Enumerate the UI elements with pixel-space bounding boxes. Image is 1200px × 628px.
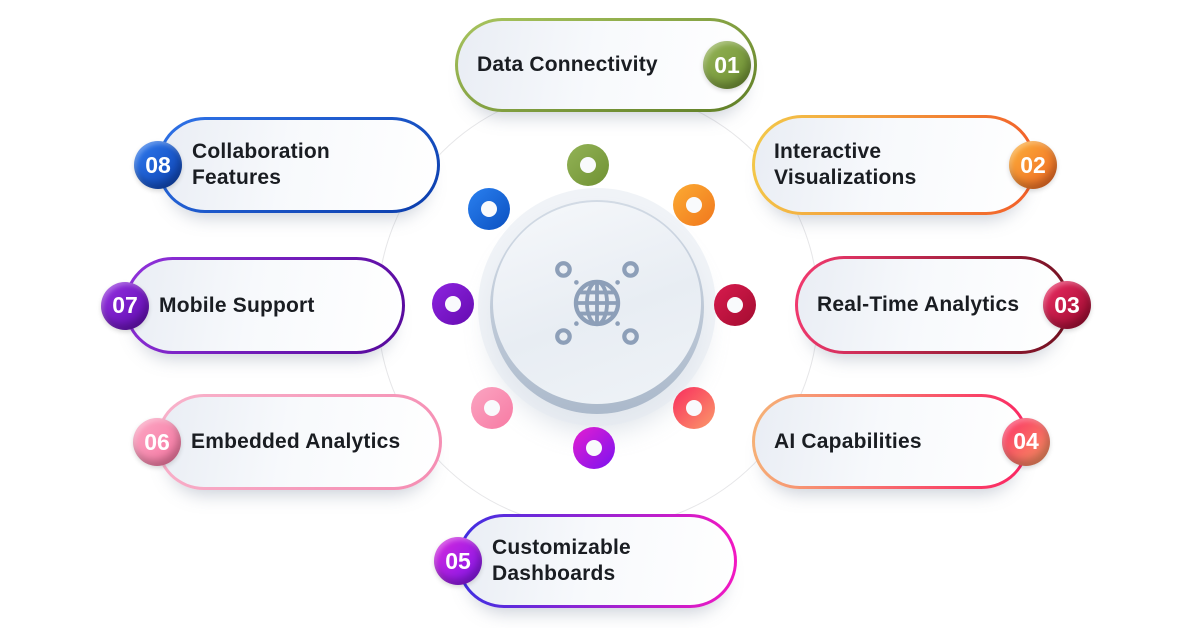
feature-number-badge: 03 — [1043, 281, 1091, 329]
feature-label: Embedded Analytics — [191, 430, 401, 454]
hub-dot-04 — [673, 387, 715, 429]
feature-pill-embedded-analytics: Embedded Analytics 06 — [133, 394, 442, 490]
hub-dot-08 — [468, 188, 510, 230]
feature-number-badge: 06 — [133, 418, 181, 466]
feature-label: Data Connectivity — [477, 53, 658, 77]
feature-number-badge: 05 — [434, 537, 482, 585]
feature-pill-collaboration-features: Collaboration Features 08 — [134, 117, 440, 213]
feature-pill-real-time-analytics: Real-Time Analytics 03 — [795, 256, 1091, 354]
globe-network-icon — [555, 261, 639, 345]
feature-pill-customizable-dashboards: Customizable Dashboards 05 — [434, 514, 737, 608]
feature-number-badge: 02 — [1009, 141, 1057, 189]
feature-label: Mobile Support — [159, 293, 315, 317]
hub-dot-01 — [567, 144, 609, 186]
feature-number-badge: 07 — [101, 281, 149, 330]
feature-number-badge: 04 — [1002, 417, 1050, 466]
center-hub — [490, 200, 704, 414]
feature-pill-mobile-support: Mobile Support 07 — [101, 257, 405, 354]
hub-dot-03 — [714, 284, 756, 326]
feature-label: Interactive Visualizations — [774, 140, 917, 189]
feature-number-badge: 08 — [134, 141, 182, 189]
feature-pill-data-connectivity: Data Connectivity 01 — [455, 18, 757, 112]
feature-number-badge: 01 — [703, 41, 751, 89]
hub-dot-07 — [432, 283, 474, 325]
feature-label: Customizable Dashboards — [492, 536, 631, 585]
center-hub-face — [493, 202, 701, 404]
hub-dot-05 — [573, 427, 615, 469]
hub-dot-06 — [471, 387, 513, 429]
hub-dot-02 — [673, 184, 715, 226]
feature-label: Real-Time Analytics — [817, 293, 1020, 317]
feature-label: AI Capabilities — [774, 429, 922, 453]
feature-pill-interactive-visualizations: Interactive Visualizations 02 — [752, 115, 1057, 215]
feature-pill-ai-capabilities: AI Capabilities 04 — [752, 394, 1050, 489]
feature-label: Collaboration Features — [192, 140, 330, 189]
